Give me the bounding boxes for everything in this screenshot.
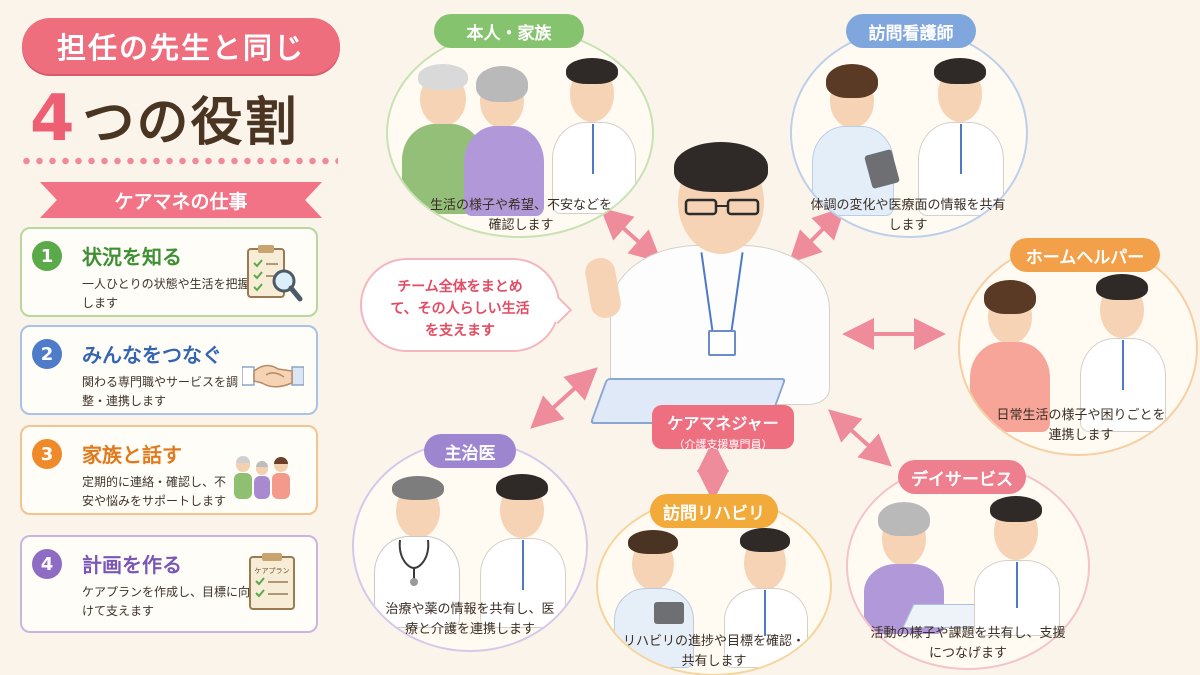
partner-doctor: [352, 440, 588, 652]
role-number-badge: 2: [32, 339, 62, 369]
page-title: 4 つの役割: [30, 80, 350, 156]
family-icon: [234, 456, 290, 499]
tablet-icon: [654, 602, 684, 624]
care-manager-title: ケアマネジャー: [667, 414, 779, 433]
partner-doctor-label: 主治医: [424, 434, 516, 468]
role-description: 一人ひとりの状態や生活を把握します: [82, 277, 250, 310]
glasses-icon: [684, 198, 760, 216]
partner-doctor-caption: 治療や薬の情報を共有し、医療と介護を連携します: [385, 602, 555, 637]
role-number-badge: 4: [32, 549, 62, 579]
partner-helper-label: ホームヘルパー: [1010, 238, 1160, 272]
arrow-family: [600, 207, 662, 263]
speech-bubble: チーム全体をまとめて、その人らしい生活を支えます: [360, 258, 560, 352]
dotted-divider: [20, 157, 338, 165]
care-plan-clipboard-icon: ケアプラン: [249, 553, 295, 610]
partner-rehab-label: 訪問リハビリ: [650, 494, 778, 528]
id-badge: [708, 330, 736, 356]
arrow-dayservice: [828, 409, 892, 467]
arrow-doctor: [530, 367, 598, 429]
partner-family-caption: 生活の様子や希望、不安などを確認します: [429, 198, 612, 233]
handshake-icon: [242, 364, 304, 388]
partner-family: [386, 28, 654, 238]
role-description: 定期的に連絡・確認し、不安や悩みをサポートします: [82, 475, 227, 508]
partner-rehab-caption: リハビリの進捗や目標を確認・共有します: [622, 634, 805, 669]
speech-text: チーム全体をまとめて、その人らしい生活を支えます: [390, 279, 530, 339]
role-number-badge: 1: [32, 241, 62, 271]
partner-family-label: 本人・家族: [434, 14, 584, 48]
role-title: みんなをつなぐ: [82, 343, 222, 367]
partner-dayservice-label: デイサービス: [898, 460, 1026, 494]
role-description: ケアプランを作成し、目標に向けて支えます: [82, 585, 251, 618]
role-title: 家族と話す: [82, 443, 182, 467]
partner-dayservice: [846, 462, 1090, 670]
partner-dayservice-caption: 活動の様子や課題を共有し、支援につなげます: [870, 626, 1066, 661]
stethoscope-icon: [398, 539, 430, 586]
partner-nurse-label: 訪問看護師: [846, 14, 976, 48]
partner-nurse-caption: 体調の変化や医療面の情報を共有します: [810, 198, 1006, 233]
clipboard-magnifier-icon: [247, 245, 303, 302]
section-ribbon: ケアマネの仕事: [40, 182, 322, 218]
role-card-2: 2 みんなをつなぐ 関わる専門職やサービスを調整・連携します: [20, 325, 318, 415]
title-text: つの役割: [82, 93, 299, 153]
role-title: 計画を作る: [82, 553, 182, 577]
role-card-3: 3 家族と話す 定期的に連絡・確認し、不安や悩みをサポートします: [20, 425, 318, 515]
care-manager-subtitle: （介護支援専門員）: [673, 438, 773, 451]
role-card-1: 1 状況を知る 一人ひとりの状態や生活を把握します: [20, 227, 318, 317]
clipboard-title: ケアプラン: [255, 567, 290, 575]
partner-helper-caption: 日常生活の様子や困りごとを連携します: [996, 408, 1166, 443]
role-number-badge: 3: [32, 439, 62, 469]
role-description: 関わる専門職やサービスを調整・連携します: [82, 375, 239, 408]
role-title: 状況を知る: [82, 245, 182, 269]
partner-helper: [958, 240, 1198, 456]
arrow-nurse: [788, 206, 846, 264]
title-banner: 担任の先生と同じ: [22, 18, 340, 74]
role-card-4: 4 計画を作る ケアプランを作成し、目標に向けて支えます ケアプラン: [20, 535, 318, 633]
title-number: 4: [30, 82, 77, 156]
care-manager-label: ケアマネジャー （介護支援専門員）: [652, 405, 794, 451]
partner-nurse: [790, 28, 1028, 238]
